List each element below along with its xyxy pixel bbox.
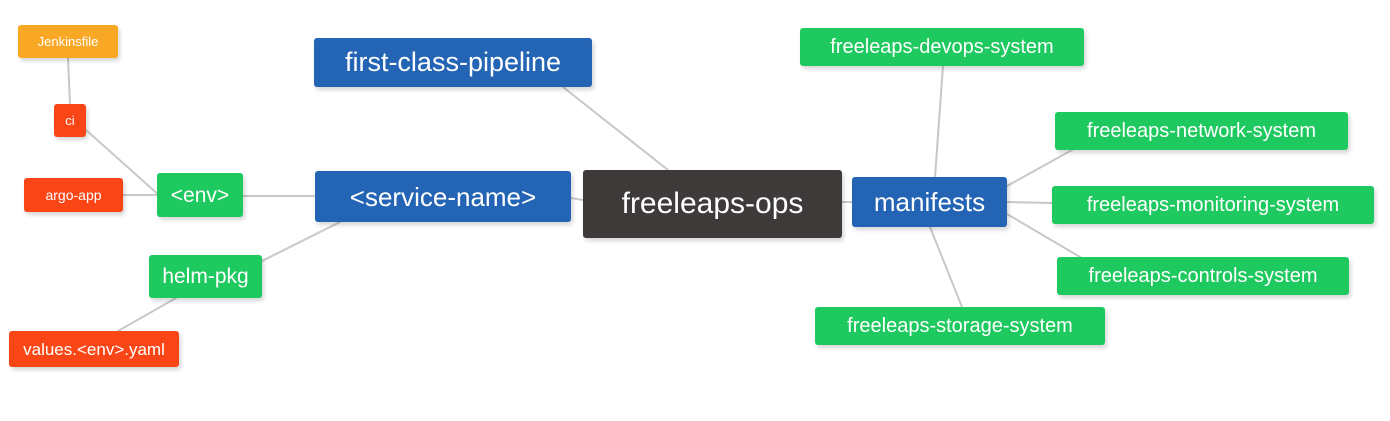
node-label-freeleaps-monitoring-system: freeleaps-monitoring-system: [1086, 194, 1340, 216]
node-values-yaml[interactable]: values.<env>.yaml: [9, 331, 179, 367]
node-first-class-pipeline[interactable]: first-class-pipeline: [314, 38, 592, 87]
node-label-values-yaml: values.<env>.yaml: [23, 339, 165, 359]
node-service-name[interactable]: <service-name>: [315, 171, 571, 222]
node-freeleaps-controls-system[interactable]: freeleaps-controls-system: [1057, 257, 1349, 295]
node-label-argo-app: argo-app: [45, 187, 102, 203]
node-label-manifests: manifests: [873, 187, 986, 217]
edge-manifests-monitoring: [1006, 201, 1053, 204]
node-label-freeleaps-ops: freeleaps-ops: [621, 187, 804, 220]
node-freeleaps-storage-system[interactable]: freeleaps-storage-system: [815, 307, 1105, 345]
node-label-service-name: <service-name>: [349, 181, 537, 212]
node-env[interactable]: <env>: [157, 173, 243, 217]
node-freeleaps-network-system[interactable]: freeleaps-network-system: [1055, 112, 1348, 150]
node-label-ci: ci: [65, 113, 75, 128]
node-freeleaps-monitoring-system[interactable]: freeleaps-monitoring-system: [1052, 186, 1374, 224]
edge-helmpkg-servicename: [261, 221, 341, 262]
node-label-helm-pkg: helm-pkg: [162, 265, 249, 288]
edge-valuesyaml-helmpkg: [117, 297, 177, 332]
node-label-first-class-pipeline: first-class-pipeline: [344, 47, 562, 77]
node-label-freeleaps-controls-system: freeleaps-controls-system: [1088, 265, 1318, 287]
edge-manifests-network: [1006, 149, 1073, 187]
node-label-env: <env>: [170, 183, 230, 207]
edge-jenkinsfile-ci: [67, 57, 71, 105]
node-ci[interactable]: ci: [54, 104, 86, 137]
node-label-freeleaps-network-system: freeleaps-network-system: [1087, 120, 1316, 142]
node-helm-pkg[interactable]: helm-pkg: [149, 255, 262, 298]
node-freeleaps-ops[interactable]: freeleaps-ops: [583, 170, 842, 238]
edge-manifests-storage: [929, 226, 963, 308]
node-label-jenkinsfile: Jenkinsfile: [37, 34, 99, 49]
edge-manifests-devops: [934, 65, 944, 178]
node-label-freeleaps-storage-system: freeleaps-storage-system: [847, 315, 1073, 337]
node-manifests[interactable]: manifests: [852, 177, 1007, 227]
edge-servicename-ops: [570, 197, 584, 201]
node-jenkinsfile[interactable]: Jenkinsfile: [18, 25, 118, 58]
node-argo-app[interactable]: argo-app: [24, 178, 123, 212]
node-label-freeleaps-devops-system: freeleaps-devops-system: [830, 36, 1054, 58]
node-freeleaps-devops-system[interactable]: freeleaps-devops-system: [800, 28, 1084, 66]
edge-pipeline-ops: [562, 86, 669, 171]
